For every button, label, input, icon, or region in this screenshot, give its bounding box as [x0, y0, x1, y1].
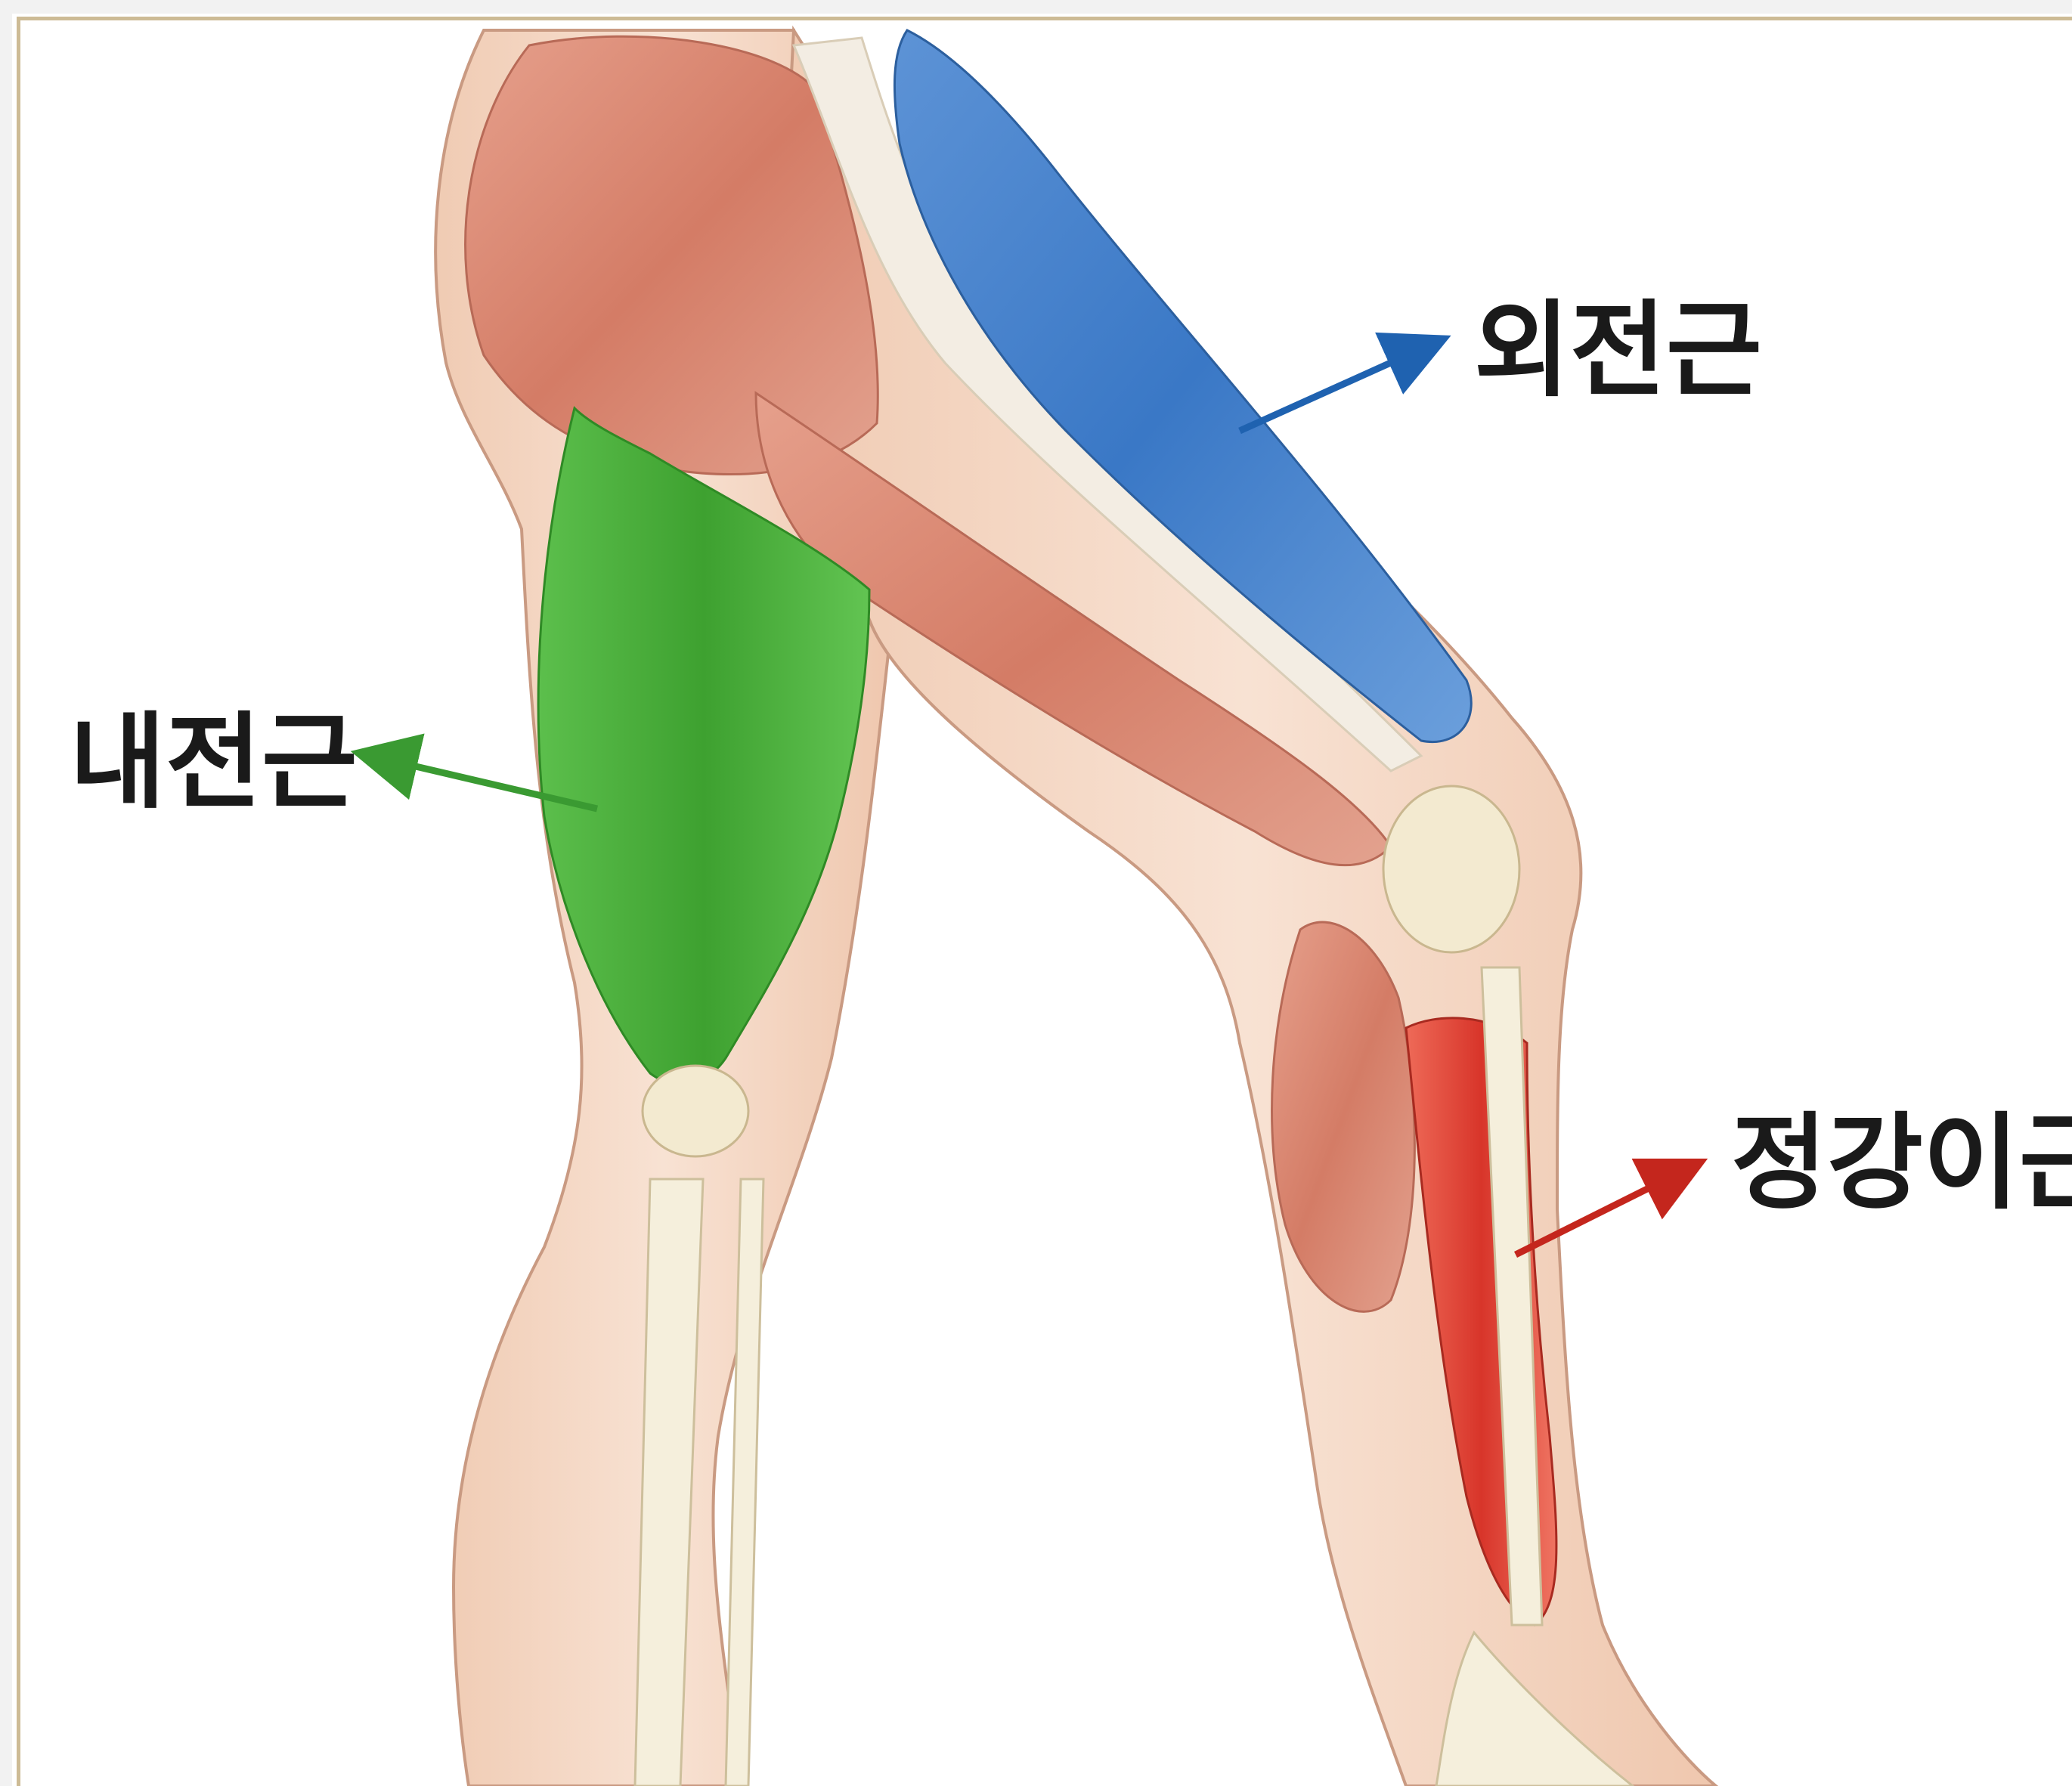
abductor-arrow [1240, 344, 1432, 431]
abductor-label: 외전근 [1474, 299, 1762, 403]
adductor-label: 내전근 [70, 710, 358, 815]
shin-muscle-label: 정강이근 [1731, 1111, 2072, 1215]
left-knee-patella [643, 1066, 748, 1156]
right-knee-patella [1383, 786, 1519, 952]
